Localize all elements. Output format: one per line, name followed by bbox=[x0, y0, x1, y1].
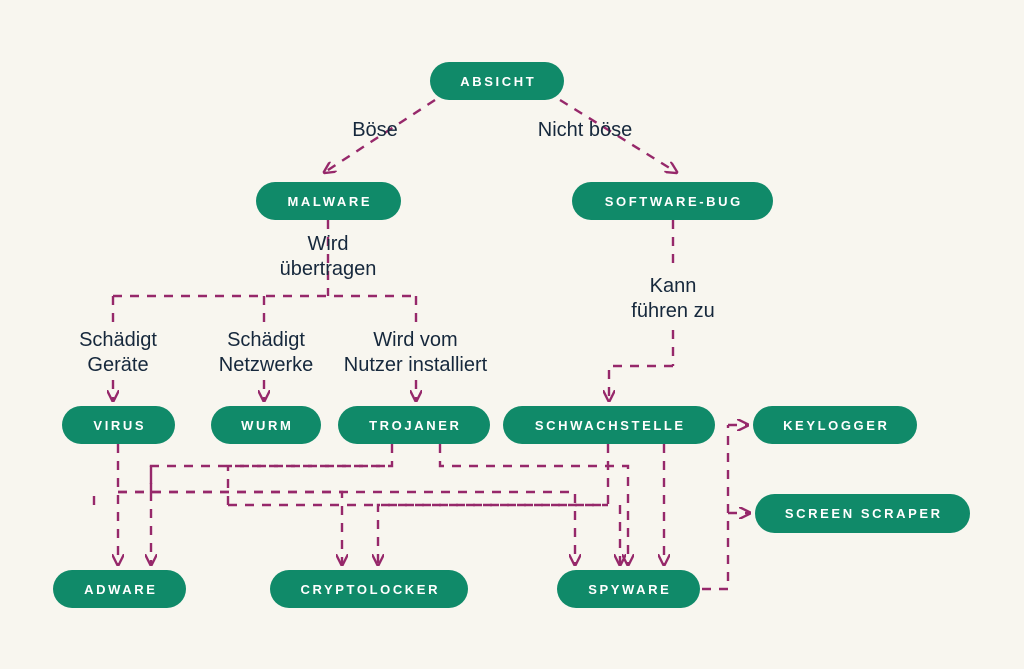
edge-label-wird-uebertragen: Wird übertragen bbox=[279, 233, 377, 280]
node-virus[interactable]: VIRUS bbox=[62, 406, 175, 444]
node-wurm[interactable]: WURM bbox=[211, 406, 321, 444]
node-screen-scraper[interactable]: SCREEN SCRAPER bbox=[755, 494, 970, 533]
edge-label-schaedigt-netzwerke: Schädigt Netzwerke bbox=[218, 329, 314, 376]
node-adware[interactable]: ADWARE bbox=[53, 570, 186, 608]
node-schwachstelle[interactable]: SCHWACHSTELLE bbox=[503, 406, 715, 444]
edge-trojaner-cryptolocker bbox=[438, 444, 628, 564]
edge-label-boese: Böse bbox=[352, 119, 398, 141]
edge-trojaner-adware bbox=[151, 444, 394, 564]
edge-trojaner-spyware bbox=[226, 464, 392, 505]
edge-virus-cryptolocker bbox=[118, 490, 342, 564]
edge-spyware-riser bbox=[702, 425, 730, 591]
edge-schwachstelle-cryptolocker bbox=[378, 444, 610, 564]
node-spyware[interactable]: SPYWARE bbox=[557, 570, 700, 608]
edge-label-schaedigt-geraete: Schädigt Geräte bbox=[79, 329, 157, 376]
node-malware[interactable]: MALWARE bbox=[256, 182, 401, 220]
edge-label-nicht-boese: Nicht böse bbox=[537, 119, 633, 141]
edge-software-bug-jog bbox=[609, 364, 673, 400]
node-absicht[interactable]: ABSICHT bbox=[430, 62, 564, 100]
node-trojaner[interactable]: TROJANER bbox=[338, 406, 490, 444]
node-keylogger[interactable]: KEYLOGGER bbox=[753, 406, 917, 444]
node-cryptolocker[interactable]: CRYPTOLOCKER bbox=[270, 570, 468, 608]
node-software-bug[interactable]: SOFTWARE-BUG bbox=[572, 182, 773, 220]
edge-label-wird-vom-nutzer-installiert: Wird vom Nutzer installiert bbox=[343, 329, 488, 376]
edge-left-bus-spyware bbox=[118, 490, 575, 564]
edge-label-kann-fuehren-zu: Kann führen zu bbox=[631, 275, 715, 322]
